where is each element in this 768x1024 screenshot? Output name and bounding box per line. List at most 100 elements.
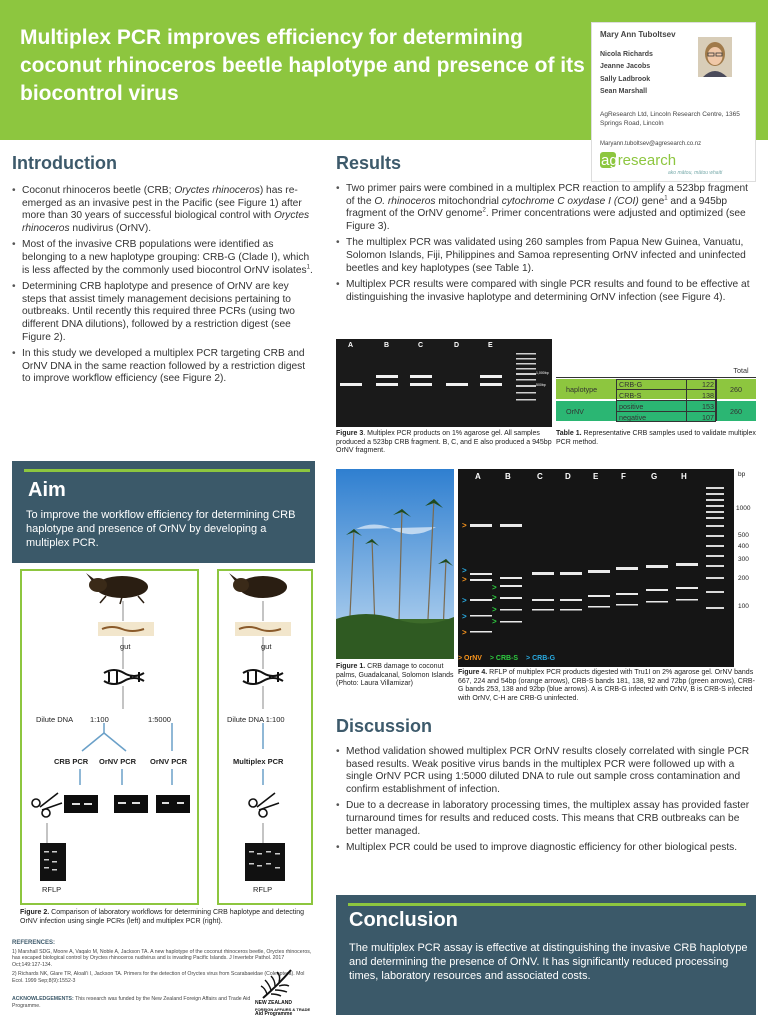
lane-label: G [651,472,658,481]
table-cell-value: 122 [702,380,714,389]
table-cell-total: 260 [730,407,742,416]
coauthor-list: Nicola Richards Jeanne Jacobs Sally Ladb… [600,49,653,99]
dna-icon [242,669,284,685]
table-cell-value: 153 [702,402,714,411]
introduction-heading: Introduction [12,153,117,173]
scissors-icon [248,792,280,818]
nz-aid-logo: NEW ZEALAND FOREIGN AFFAIRS & TRADE Aid … [255,968,317,1024]
crb-pcr-label: CRB PCR [54,757,89,766]
figure2-caption: Figure 2. Comparison of laboratory workf… [20,909,305,925]
lane-label: H [681,472,687,481]
rflp-label: RFLP [42,885,62,894]
fern-icon [260,969,292,999]
bullet-item: The multiplex PCR was validated using 26… [336,237,754,275]
lane-label: A [348,342,354,349]
references-heading: REFERENCES: [12,940,56,946]
aim-text: To improve the workflow efficiency for d… [26,509,296,549]
bullet-item: Most of the invasive CRB populations wer… [12,239,314,277]
beetle-icon [86,573,148,605]
authors-box: Mary Ann Tuboltsev Nicola Richards Jeann… [591,22,756,182]
figure3-gel: A B C D E 1,000bp 500bp [336,339,552,427]
lead-author: Mary Ann Tuboltsev [600,30,676,39]
figure4-legend: > OrNV > CRB-S > CRB-G [458,655,658,667]
ornv-pcr-label: OrNV PCR [99,757,137,766]
dilute-dna-label: Dilute DNA [36,715,74,724]
table-header-total: Total [733,366,749,375]
coauthor: Jeanne Jacobs [600,63,651,71]
table1-caption: Table 1. Representative CRB samples used… [556,430,756,446]
agresearch-logo: agresearch ako mātou, mātou whaiti [600,150,750,180]
lane-label: E [488,342,493,349]
multiplex-pcr-workflow: gut Dilute DNA 1:100 Multiplex PCR RFLP [217,569,313,905]
table-row-label: CRB-S [619,391,642,400]
bp-label: 1000 [736,505,751,512]
dna-icon [103,669,145,685]
single-pcr-workflow: gut Dilute DNA 1:100 1:5000 CRB PCR OrNV… [20,569,199,905]
bp-label: 300 [738,556,749,563]
discussion-bullets: Method validation showed multiplex PCR O… [336,746,754,859]
scissors-icon [31,792,63,818]
acknowledgements: ACKNOWLEDGEMENTS: This research was fund… [12,996,251,1009]
svg-text:>: > [462,612,467,621]
bullet-item: Multiplex PCR results were compared with… [336,279,754,304]
results-heading: Results [336,153,402,173]
bullet-item: In this study we developed a multiplex P… [12,348,314,386]
bullet-item: Determining CRB haplotype and presence o… [12,281,314,344]
references: REFERENCES: 1) Marshall SDG, Moore A, Va… [12,940,312,985]
gut-label: gut [120,642,131,651]
multiplex-workflow-diagram [229,573,291,881]
affiliation: AgResearch Ltd, Lincoln Research Centre,… [600,111,740,127]
gut-icon [238,626,282,632]
svg-text:>: > [492,583,497,592]
introduction-bullets: Coconut rhinoceros beetle (CRB; Oryctes … [12,185,314,390]
bp-scale: bp 1000 500 400 300 200 100 [736,469,762,667]
lane-label: C [418,342,424,349]
legend-crb-g: > CRB-G [526,655,556,662]
figure4-gel: > > > > > > > > > > A B C D E F G H > Or… [458,469,734,667]
table-group-label: haplotype [566,385,598,394]
svg-text:>: > [492,605,497,614]
lane-label: E [593,472,599,481]
figure1-caption: Figure 1. CRB damage to coconut palms, G… [336,663,454,687]
figure3-caption: Figure 3. Multiplex PCR products on 1% a… [336,430,552,454]
agresearch-logo-mark [600,150,680,170]
author-email[interactable]: Maryann.tuboltsev@agresearch.co.nz [600,141,702,147]
conclusion-accent-bar [348,903,746,906]
conclusion-text: The multiplex PCR assay is effective at … [349,942,748,982]
reference-item: 1) Marshall SDG, Moore A, Vaqalo M, Nobl… [12,948,312,968]
lane-label: A [475,472,481,481]
conclusion-heading: Conclusion [349,909,458,931]
figure1-photo [336,469,454,659]
svg-text:>: > [492,593,497,602]
dilution-1-100-label: 1:100 [90,715,109,724]
ornv-pcr-label: OrNV PCR [150,757,188,766]
results-bullets: Two primer pairs were combined in a mult… [336,183,754,308]
bullet-item: Method validation showed multiplex PCR O… [336,746,754,796]
lane-label: D [454,342,460,349]
figure4-caption: Figure 4. RFLP of multiplex PCR products… [458,669,755,702]
poster-title: Multiplex PCR improves efficiency for de… [20,26,585,105]
aim-box: Aim To improve the workflow efficiency f… [12,461,315,563]
svg-text:>: > [462,575,467,584]
author-photo [698,37,732,77]
svg-text:>: > [462,566,467,575]
table-cell-value: 107 [702,413,714,422]
table-cell-value: 138 [702,391,714,400]
legend-ornv: > OrNV [458,655,482,662]
rflp-label: RFLP [253,885,273,894]
bullet-item: Two primer pairs were combined in a mult… [336,183,754,233]
coauthor: Nicola Richards [600,51,653,58]
bullet-item: Due to a decrease in laboratory processi… [336,800,754,838]
bp-header: bp [738,471,746,478]
legend-crb-s: > CRB-S [489,655,519,662]
bullet-item: Multiplex PCR could be used to improve d… [336,842,754,855]
logo-wordmark: agresearch [601,152,677,169]
lane-label: C [537,472,543,481]
lane-label: D [565,472,571,481]
ladder-label: 1,000bp [536,371,549,375]
aim-heading: Aim [28,479,66,501]
dilution-1-5000-label: 1:5000 [148,715,171,724]
bp-label: 400 [738,543,749,550]
lane-label: F [621,472,626,481]
conclusion-box: Conclusion The multiplex PCR assay is ef… [336,895,756,1015]
